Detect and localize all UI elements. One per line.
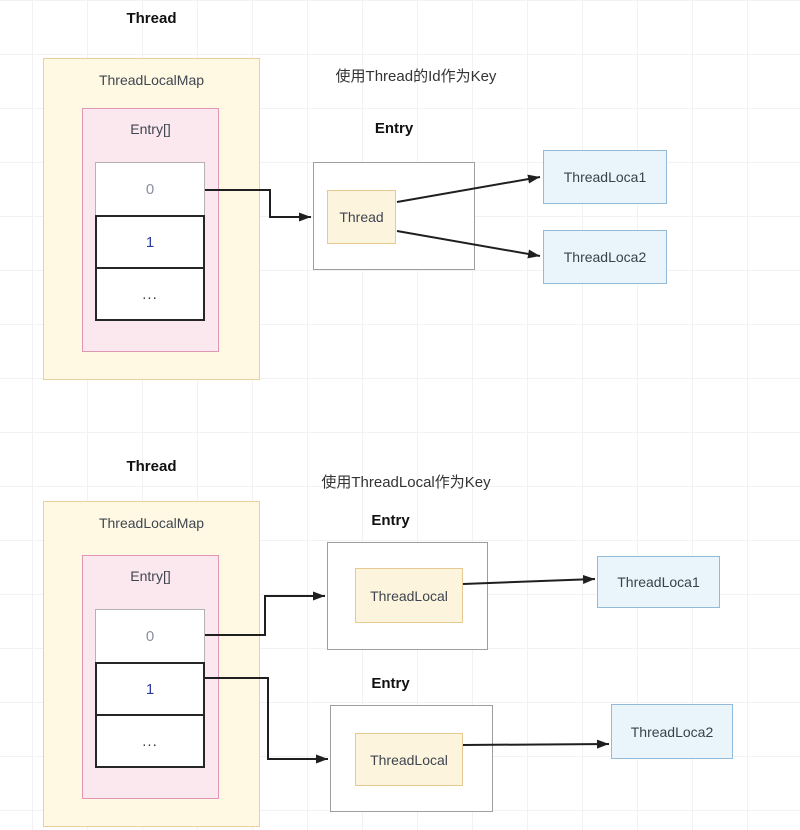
bottom-threadlocalmap-label: ThreadLocalMap [98, 515, 205, 531]
bottom-entry-array-label: Entry[] [130, 568, 171, 584]
top-threadlocal1-box: ThreadLoca1 [543, 150, 667, 204]
table-cell-1: 1 [95, 215, 205, 269]
top-entry-array-table: 0 1 ... [95, 162, 205, 321]
bottom-entry-array-table: 0 1 ... [95, 609, 205, 768]
bottom-entry2-title: Entry [371, 675, 410, 692]
table-cell-0: 0 [95, 162, 205, 216]
table-cell-1: 1 [95, 662, 205, 716]
table-cell-ellipsis: ... [95, 714, 205, 768]
bottom-entry1-key-box: ThreadLocal [355, 568, 463, 623]
bottom-entry2-key-box: ThreadLocal [355, 733, 463, 786]
bottom-threadlocal1-box: ThreadLoca1 [597, 556, 720, 608]
top-entry-array-label: Entry[] [130, 121, 171, 137]
bottom-thread-title: Thread [126, 458, 177, 475]
top-entry-key-box: Thread [327, 190, 396, 244]
top-threadlocalmap-label: ThreadLocalMap [98, 72, 205, 88]
bottom-caption: 使用ThreadLocal作为Key [321, 474, 491, 491]
top-threadlocal2-box: ThreadLoca2 [543, 230, 667, 284]
top-caption: 使用Thread的Id作为Key [335, 68, 497, 85]
bottom-threadlocal2-box: ThreadLoca2 [611, 704, 733, 759]
bottom-entry1-title: Entry [371, 512, 410, 529]
table-cell-0: 0 [95, 609, 205, 663]
top-entry-title: Entry [374, 120, 414, 137]
table-cell-ellipsis: ... [95, 267, 205, 321]
top-thread-title: Thread [126, 10, 177, 27]
